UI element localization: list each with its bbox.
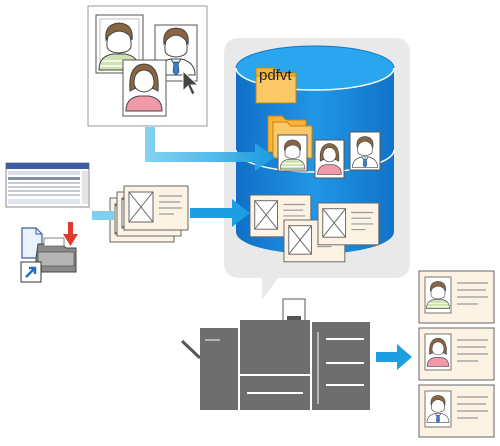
document-stack-icon	[109, 185, 189, 243]
db-photo-female	[314, 139, 345, 179]
photo-card-male	[95, 14, 144, 74]
printed-card-icon	[418, 327, 495, 381]
application-window-icon	[5, 162, 90, 208]
db-photo-tie	[349, 131, 381, 171]
templates-to-database-arrow	[190, 199, 250, 227]
folder-label: pdfvt	[259, 67, 292, 84]
output-cards	[418, 270, 495, 438]
printer-to-output-arrow	[376, 344, 412, 370]
cursor-arrow-icon	[182, 69, 200, 96]
db-photo-male	[277, 134, 308, 172]
production-printer-icon	[180, 298, 370, 410]
shortcut-arrow-icon	[20, 261, 42, 283]
print-driver-icon	[21, 227, 77, 273]
photo-card-female	[122, 59, 167, 117]
photos-to-database-arrow	[145, 127, 275, 171]
download-arrow-icon	[63, 222, 78, 246]
app-to-templates-arrow	[92, 211, 114, 220]
folder-icon: pdfvt	[255, 67, 297, 104]
printed-card-icon	[418, 384, 495, 438]
photo-collection-frame	[87, 5, 208, 127]
printed-card-icon	[418, 270, 495, 324]
